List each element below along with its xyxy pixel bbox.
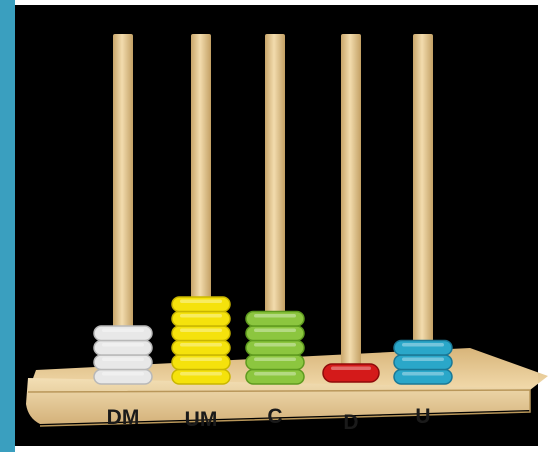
bead[interactable] xyxy=(246,341,304,356)
bead-highlight xyxy=(254,314,296,318)
bead[interactable] xyxy=(172,370,230,385)
bead[interactable] xyxy=(394,355,452,370)
bead-highlight xyxy=(402,372,444,376)
bead-highlight xyxy=(254,372,296,376)
column-label-d: D xyxy=(343,411,358,434)
bead[interactable] xyxy=(246,326,304,341)
bead[interactable] xyxy=(394,341,452,356)
column-label-u: U xyxy=(415,405,430,428)
bead-stack-um[interactable] xyxy=(172,297,230,384)
bead-stack-dm[interactable] xyxy=(94,326,152,384)
bead[interactable] xyxy=(94,370,152,385)
bead-highlight xyxy=(180,372,222,376)
bead-highlight xyxy=(102,343,144,347)
column-label-c: C xyxy=(267,405,282,428)
bead[interactable] xyxy=(94,341,152,356)
bead[interactable] xyxy=(172,341,230,356)
bead-highlight xyxy=(254,358,296,362)
bead[interactable] xyxy=(172,297,230,312)
bead-highlight xyxy=(102,372,144,376)
bead-highlight xyxy=(254,343,296,347)
bead[interactable] xyxy=(172,355,230,370)
bead-highlight xyxy=(254,329,296,333)
column-label-um: UM xyxy=(185,408,218,431)
bead-highlight xyxy=(402,343,444,347)
rod-d xyxy=(341,34,361,378)
column-label-dm: DM xyxy=(107,406,140,429)
bead[interactable] xyxy=(172,312,230,327)
bead[interactable] xyxy=(94,355,152,370)
bead[interactable] xyxy=(394,370,452,385)
bead-highlight xyxy=(402,358,444,362)
bead-stack-c[interactable] xyxy=(246,312,304,385)
bead-highlight xyxy=(180,314,222,318)
bead-stack-u[interactable] xyxy=(394,341,452,385)
bead[interactable] xyxy=(94,326,152,341)
bead-highlight xyxy=(180,300,222,304)
bead-highlight xyxy=(180,358,222,362)
bead[interactable] xyxy=(172,326,230,341)
bead[interactable] xyxy=(246,370,304,385)
bead[interactable] xyxy=(246,312,304,327)
bead-highlight xyxy=(180,343,222,347)
bead-highlight xyxy=(102,329,144,333)
bead-highlight xyxy=(331,367,371,371)
bead-highlight xyxy=(180,329,222,333)
bead-highlight xyxy=(102,358,144,362)
bead[interactable] xyxy=(246,355,304,370)
bead-stack-d[interactable] xyxy=(323,364,379,382)
rod-u xyxy=(413,34,433,378)
